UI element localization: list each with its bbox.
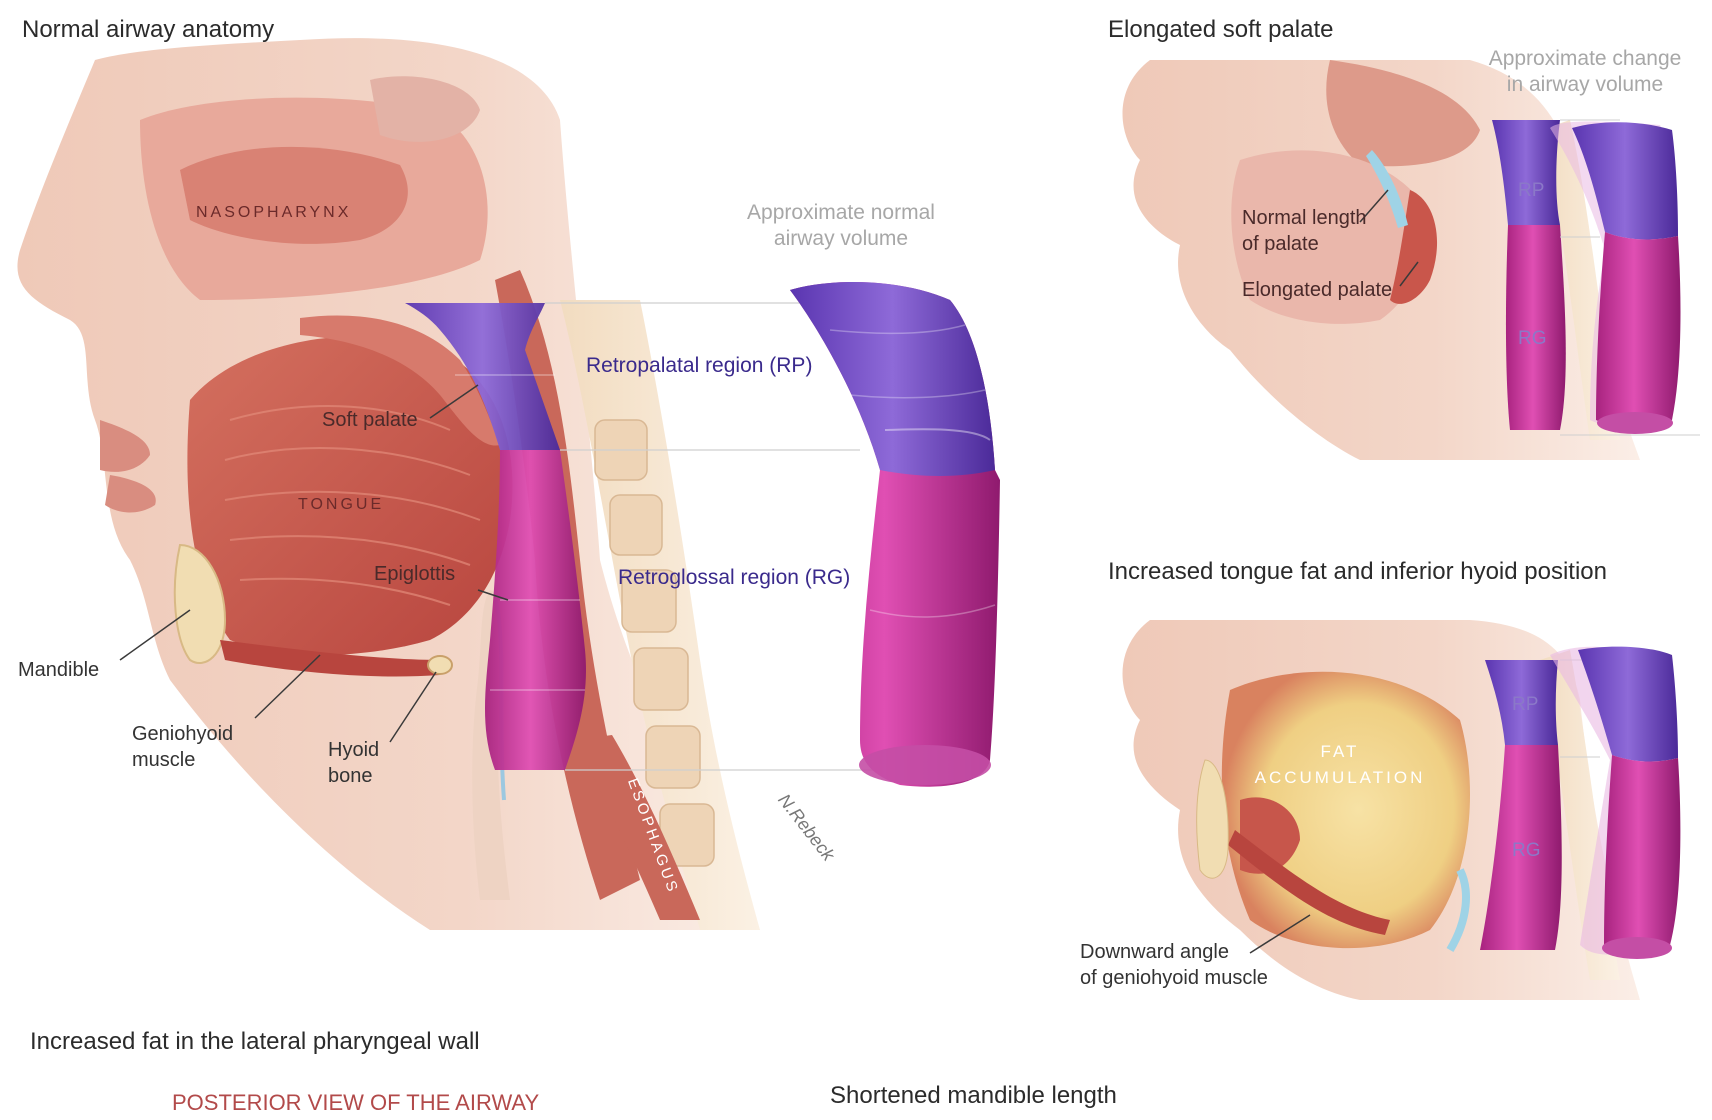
- normal-volume-caption-line1: Approximate normal: [747, 201, 935, 224]
- hyoid-label-line1: Hyoid: [328, 739, 380, 761]
- fat-label-line1: FAT: [1320, 742, 1360, 761]
- change-volume-caption-line1: Approximate change: [1488, 47, 1682, 70]
- normal-leader-lines: [119, 384, 509, 743]
- downward-angle-label-line2: of geniohyoid muscle: [1080, 967, 1268, 989]
- downward-angle-label-line1: Downward angle: [1080, 941, 1229, 963]
- retroglossal-region-label: Retroglossal region (RG): [618, 566, 851, 589]
- elongated-palate-label: Elongated palate: [1242, 279, 1393, 301]
- title-normal-airway: Normal airway anatomy: [22, 16, 275, 43]
- posterior-view-label: POSTERIOR VIEW OF THE AIRWAY: [172, 1090, 540, 1115]
- epiglottis-label: Epiglottis: [374, 563, 456, 585]
- title-lateral-fat: Increased fat in the lateral pharyngeal …: [30, 1028, 480, 1055]
- tongue-label: TONGUE: [298, 496, 385, 513]
- soft-palate-label: Soft palate: [322, 409, 418, 431]
- tongue-fat-rp-label: RP: [1512, 694, 1539, 715]
- geniohyoid-label-line2: muscle: [132, 749, 196, 771]
- normal-guide-lines: [545, 302, 910, 771]
- title-tongue-fat: Increased tongue fat and inferior hyoid …: [1108, 558, 1607, 585]
- normal-length-label-line1: Normal length: [1242, 207, 1367, 229]
- tongue-fat-airway-volume: [1550, 646, 1681, 959]
- normal-length-label-line2: of palate: [1242, 233, 1319, 255]
- elongated-rg-label: RG: [1518, 328, 1547, 349]
- normal-volume-caption-line2: airway volume: [773, 227, 909, 250]
- change-volume-caption-line2: in airway volume: [1506, 73, 1664, 96]
- tongue-fat-rg-label: RG: [1512, 840, 1541, 861]
- mandible-label: Mandible: [18, 659, 100, 681]
- title-elongated-palate: Elongated soft palate: [1108, 16, 1334, 43]
- geniohyoid-label-line1: Geniohyoid: [132, 723, 234, 745]
- nasopharynx-label: NASOPHARYNX: [196, 204, 352, 221]
- normal-airway-volume: [790, 281, 1000, 787]
- title-shortened-mandible: Shortened mandible length: [830, 1082, 1117, 1109]
- elongated-rp-label: RP: [1518, 180, 1545, 201]
- hyoid-label-line2: bone: [328, 765, 373, 787]
- normal-head-illustration: [17, 38, 760, 931]
- retropalatal-region-label: Retropalatal region (RP): [586, 354, 813, 377]
- elongated-airway-volume: [1550, 121, 1681, 434]
- tongue-fat-leader-lines: [1249, 914, 1311, 954]
- fat-label-line2: ACCUMULATION: [1254, 768, 1426, 787]
- elongated-leader-lines: [1359, 189, 1419, 287]
